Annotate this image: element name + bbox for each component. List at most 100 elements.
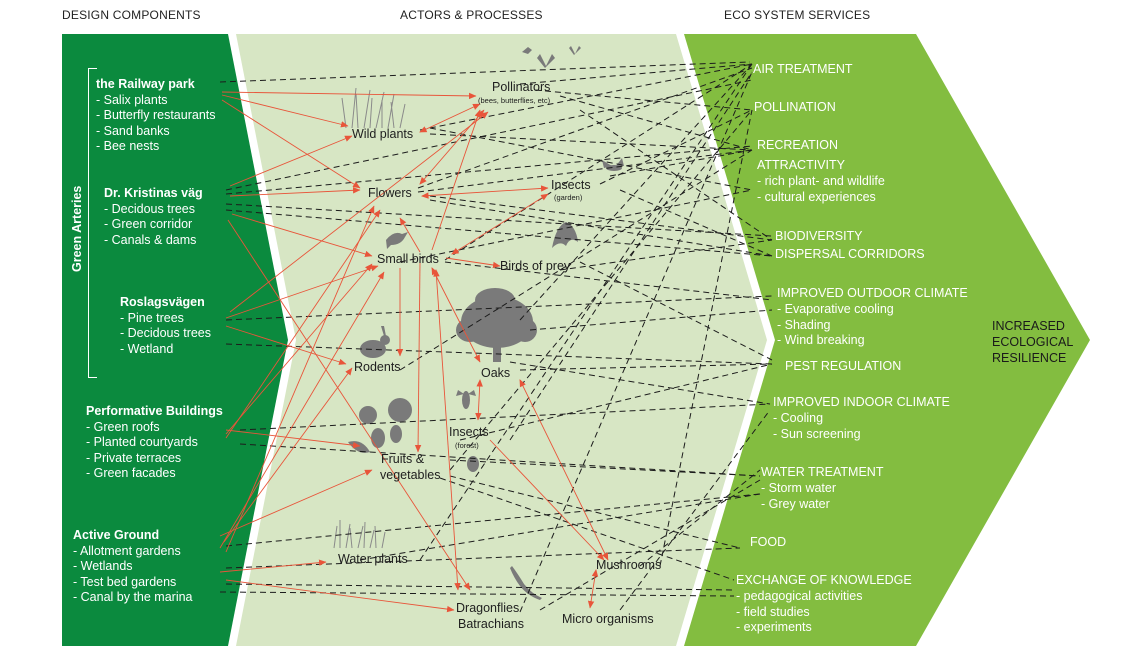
red-link-arrow [222, 92, 476, 96]
actor-insects-garden-sub: (garden) [554, 193, 582, 202]
dashed-link [430, 200, 772, 256]
dashed-link [430, 196, 772, 240]
dashed-link [510, 72, 752, 440]
actor-pollinators-sub: (bees, butterflies, etc) [478, 96, 550, 105]
red-link-arrow [490, 440, 604, 560]
performative-buildings-title: Performative Buildings [86, 404, 223, 420]
actor-small-birds: Small birds [377, 252, 439, 268]
dashed-link [226, 204, 772, 236]
railway-park-title: the Railway park [96, 77, 216, 93]
red-link-arrow [400, 218, 420, 252]
eco-outdoor-item: - Evaporative cooling [777, 302, 968, 318]
actor-flowers: Flowers [368, 186, 412, 202]
dashed-link [440, 478, 734, 580]
dashed-link [450, 476, 740, 548]
actor-insects-forest-sub: (forest) [455, 441, 479, 450]
dashed-link [520, 364, 772, 370]
actor-insects-forest: Insects [449, 425, 489, 441]
ground-item: - Canal by the marina [73, 590, 193, 606]
railway-item: - Butterfly restaurants [96, 108, 216, 124]
red-link-arrow [418, 262, 420, 452]
buildings-item: - Green facades [86, 466, 223, 482]
eco-water-item: - Grey water [761, 497, 883, 513]
dashed-link [220, 62, 750, 82]
actor-vegetables: vegetables [380, 468, 440, 484]
active-ground-group: Active Ground - Allotment gardens - Wetl… [73, 528, 193, 606]
red-link-arrow [478, 380, 480, 420]
eco-air-treatment: AIR TREATMENT [753, 62, 853, 78]
roslagsvagen-group: Roslagsvägen - Pine trees - Decidous tre… [120, 295, 211, 357]
dashed-link [530, 310, 772, 330]
kristinas-vag-title: Dr. Kristinas väg [104, 186, 203, 202]
header-actors-processes: ACTORS & PROCESSES [400, 8, 543, 22]
eco-water-item: - Storm water [761, 481, 883, 497]
red-link-arrow [446, 258, 500, 266]
dashed-link [520, 64, 752, 84]
red-link-arrow [226, 430, 360, 446]
actor-birds-of-prey: Birds of prey [500, 259, 570, 275]
eco-attractivity-item: - cultural experiences [757, 190, 885, 206]
eco-outdoor-item: - Shading [777, 318, 968, 334]
railway-park-group: the Railway park - Salix plants - Butter… [96, 77, 216, 155]
red-link-arrow [420, 104, 480, 132]
eco-knowledge-item: - experiments [736, 620, 912, 636]
dashed-link [535, 90, 752, 110]
red-link-arrow [226, 210, 380, 438]
red-link-arrow [220, 562, 326, 572]
eco-outdoor-climate-group: IMPROVED OUTDOOR CLIMATE - Evaporative c… [777, 286, 968, 349]
actor-insects-garden: Insects [551, 178, 591, 194]
actor-oaks: Oaks [481, 366, 510, 382]
eco-outdoor-item: - Wind breaking [777, 333, 968, 349]
resilience-line: RESILIENCE [992, 351, 1073, 367]
eco-food: FOOD [750, 535, 786, 551]
eco-knowledge-item: - field studies [736, 605, 912, 621]
buildings-item: - Private terraces [86, 451, 223, 467]
roslags-item: - Wetland [120, 342, 211, 358]
header-eco-system-services: ECO SYSTEM SERVICES [724, 8, 870, 22]
eco-water-treatment: WATER TREATMENT [761, 465, 883, 481]
red-link-arrow [520, 380, 608, 560]
active-ground-title: Active Ground [73, 528, 193, 544]
eco-outdoor-climate: IMPROVED OUTDOOR CLIMATE [777, 286, 968, 302]
red-link-arrow [226, 266, 378, 318]
dashed-link [220, 592, 734, 596]
eco-dispersal-corridors: DISPERSAL CORRIDORS [775, 247, 925, 263]
kristinas-item: - Canals & dams [104, 233, 203, 249]
railway-item: - Sand banks [96, 124, 216, 140]
eco-biodiversity: BIODIVERSITY [775, 229, 863, 245]
performative-buildings-group: Performative Buildings - Green roofs - P… [86, 404, 223, 482]
ground-item: - Allotment gardens [73, 544, 193, 560]
red-link-arrow [222, 95, 348, 126]
dashed-link [445, 262, 772, 300]
dashed-link [510, 362, 770, 404]
increased-resilience-label: INCREASED ECOLOGICAL RESILIENCE [992, 319, 1073, 366]
kristinas-vag-group: Dr. Kristinas väg - Decidous trees - Gre… [104, 186, 203, 248]
kristinas-item: - Green corridor [104, 217, 203, 233]
actor-rodents: Rodents [354, 360, 401, 376]
eco-indoor-climate-group: IMPROVED INDOOR CLIMATE - Cooling - Sun … [773, 395, 950, 442]
red-link-arrow [590, 570, 596, 608]
red-link-arrow [224, 368, 352, 542]
eco-pollination: POLLINATION [754, 100, 836, 116]
roslagsvagen-title: Roslagsvägen [120, 295, 211, 311]
actor-dragonflies: Dragonflies [456, 601, 519, 617]
green-arteries-label: Green Arteries [70, 186, 84, 272]
eco-attractivity-group: ATTRACTIVITY - rich plant- and wildlife … [757, 158, 885, 205]
roslags-item: - Decidous trees [120, 326, 211, 342]
red-link-arrow [452, 194, 548, 254]
railway-item: - Salix plants [96, 93, 216, 109]
dashed-link [430, 134, 752, 150]
eco-indoor-item: - Sun screening [773, 427, 950, 443]
actor-pollinators: Pollinators [492, 80, 550, 96]
ground-item: - Test bed gardens [73, 575, 193, 591]
actor-water-plants: Water plants [338, 552, 408, 568]
eco-indoor-climate: IMPROVED INDOOR CLIMATE [773, 395, 950, 411]
actor-batrachians: Batrachians [458, 617, 524, 633]
buildings-item: - Green roofs [86, 420, 223, 436]
resilience-line: ECOLOGICAL [992, 335, 1073, 351]
eco-water-treatment-group: WATER TREATMENT - Storm water - Grey wat… [761, 465, 883, 512]
ground-item: - Wetlands [73, 559, 193, 575]
eco-indoor-item: - Cooling [773, 411, 950, 427]
dashed-link [226, 584, 734, 590]
